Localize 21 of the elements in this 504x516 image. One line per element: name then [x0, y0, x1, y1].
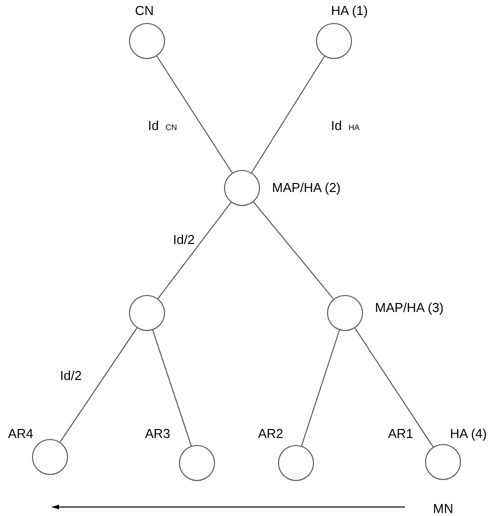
- node-label: MAP/HA (2): [272, 181, 341, 194]
- connector-line: [152, 330, 192, 446]
- connector-line: [60, 327, 138, 443]
- edge-label: Id/2: [59, 368, 83, 383]
- node-label: CN: [135, 4, 154, 17]
- node-label: MAP/HA (3): [375, 301, 444, 314]
- node-label: MN: [433, 502, 454, 515]
- node-label: AR1: [388, 427, 414, 440]
- connector-line: [251, 56, 325, 174]
- node-label: HA (1): [331, 4, 368, 17]
- node-label: AR4: [8, 427, 34, 440]
- connector-line: [157, 202, 232, 300]
- node-label: AR3: [145, 427, 170, 440]
- circle-node: [129, 295, 165, 331]
- connector-line: [301, 330, 340, 446]
- connector-line: [156, 56, 233, 174]
- node-label: AR2: [258, 427, 284, 440]
- connector-line: [354, 328, 434, 448]
- connector-line: [252, 201, 334, 300]
- node-label: HA (4): [450, 427, 487, 440]
- edge-label: Id/2: [172, 232, 196, 247]
